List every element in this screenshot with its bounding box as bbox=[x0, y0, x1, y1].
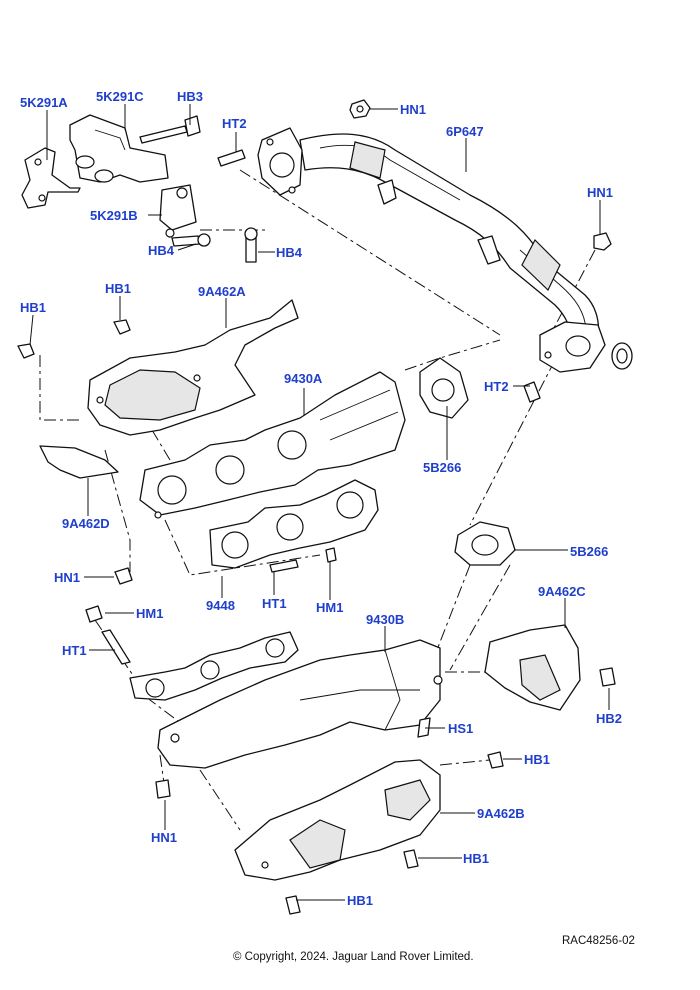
label-ht2-top: HT2 bbox=[222, 116, 247, 131]
stud-ht2-top bbox=[217, 149, 246, 167]
bolt-hb1-c bbox=[487, 751, 504, 769]
bracket-5k291b bbox=[159, 184, 197, 238]
nut-hn1-top bbox=[349, 99, 371, 119]
gasket-5b266-lower bbox=[454, 521, 516, 566]
label-hb1-d: HB1 bbox=[463, 851, 489, 866]
label-hm1-mid: HM1 bbox=[316, 600, 343, 615]
label-hn1-bottom: HN1 bbox=[151, 830, 177, 845]
label-9430b: 9430B bbox=[366, 612, 404, 627]
label-9a462a: 9A462A bbox=[198, 284, 246, 299]
bracket-5k291a bbox=[21, 147, 81, 209]
bolt-hb4-right bbox=[244, 227, 258, 263]
bolt-hb1-e bbox=[285, 895, 301, 915]
label-6p647: 6P647 bbox=[446, 124, 484, 139]
label-hb1-e: HB1 bbox=[347, 893, 373, 908]
gasket-9448-upper bbox=[209, 479, 379, 569]
footer: RAC48256-02 © Copyright, 2024. Jaguar La… bbox=[233, 935, 635, 963]
label-hn1-right: HN1 bbox=[587, 185, 613, 200]
label-9430a: 9430A bbox=[284, 371, 323, 386]
label-ht2-right: HT2 bbox=[484, 379, 509, 394]
nut-hm1-mid bbox=[325, 547, 337, 563]
label-hb1-b: HB1 bbox=[105, 281, 131, 296]
label-5k291a: 5K291A bbox=[20, 95, 68, 110]
copyright-text: © Copyright, 2024. Jaguar Land Rover Lim… bbox=[233, 951, 474, 963]
heat-shield-9a462c bbox=[484, 624, 581, 711]
label-hn1-mid: HN1 bbox=[54, 570, 80, 585]
assembly-lines bbox=[39, 169, 596, 831]
heat-shield-9a462d bbox=[39, 445, 119, 479]
label-5k291c: 5K291C bbox=[96, 89, 144, 104]
label-ht1-left: HT1 bbox=[62, 643, 87, 658]
label-hb3: HB3 bbox=[177, 89, 203, 104]
label-9a462b: 9A462B bbox=[477, 806, 525, 821]
bolt-hb4-left bbox=[171, 233, 211, 247]
bracket-5k291c bbox=[69, 114, 169, 183]
nut-hm1-left bbox=[85, 605, 103, 623]
label-9448: 9448 bbox=[206, 598, 235, 613]
stud-ht2-right bbox=[523, 381, 541, 403]
label-hn1-top: HN1 bbox=[400, 102, 426, 117]
gasket-5b266-upper bbox=[419, 357, 469, 419]
bolt-hb2 bbox=[599, 667, 616, 687]
label-9a462c: 9A462C bbox=[538, 584, 586, 599]
label-hb2: HB2 bbox=[596, 711, 622, 726]
manifold-9430a bbox=[139, 371, 406, 519]
drawing-ref: RAC48256-02 bbox=[562, 935, 635, 947]
label-hb1-a: HB1 bbox=[20, 300, 46, 315]
label-hb4-left: HB4 bbox=[148, 243, 175, 258]
bolt-hb1-d bbox=[403, 849, 419, 869]
label-hm1-left: HM1 bbox=[136, 606, 163, 621]
nut-hn1-mid bbox=[114, 567, 133, 585]
nut-hn1-bottom bbox=[155, 779, 171, 799]
stud-ht1-left bbox=[101, 629, 131, 665]
gasket-9448-lower bbox=[129, 631, 299, 701]
stud-ht1-mid bbox=[269, 559, 299, 573]
leader-lines bbox=[29, 104, 610, 901]
nut-hb1-a bbox=[113, 319, 131, 335]
heat-shield-9a462b bbox=[234, 759, 441, 881]
label-5b266-upper: 5B266 bbox=[423, 460, 461, 475]
label-ht1-mid: HT1 bbox=[262, 596, 287, 611]
nut-hn1-right bbox=[593, 232, 612, 251]
bolt-hb3 bbox=[139, 115, 201, 144]
label-9a462d: 9A462D bbox=[62, 516, 110, 531]
label-5b266-lower: 5B266 bbox=[570, 544, 608, 559]
part-labels: 5K291A 5K291C HB3 HN1 HT2 6P647 HN1 5K29… bbox=[20, 89, 622, 908]
label-hs1: HS1 bbox=[448, 721, 473, 736]
label-hb1-c: HB1 bbox=[524, 752, 550, 767]
label-5k291b: 5K291B bbox=[90, 208, 138, 223]
nut-hb1-b bbox=[17, 343, 35, 359]
heat-shield-9a462a bbox=[87, 299, 299, 436]
label-hb4-right: HB4 bbox=[276, 245, 303, 260]
pipe-6p647 bbox=[257, 127, 633, 373]
bolt-hs1 bbox=[417, 717, 431, 738]
